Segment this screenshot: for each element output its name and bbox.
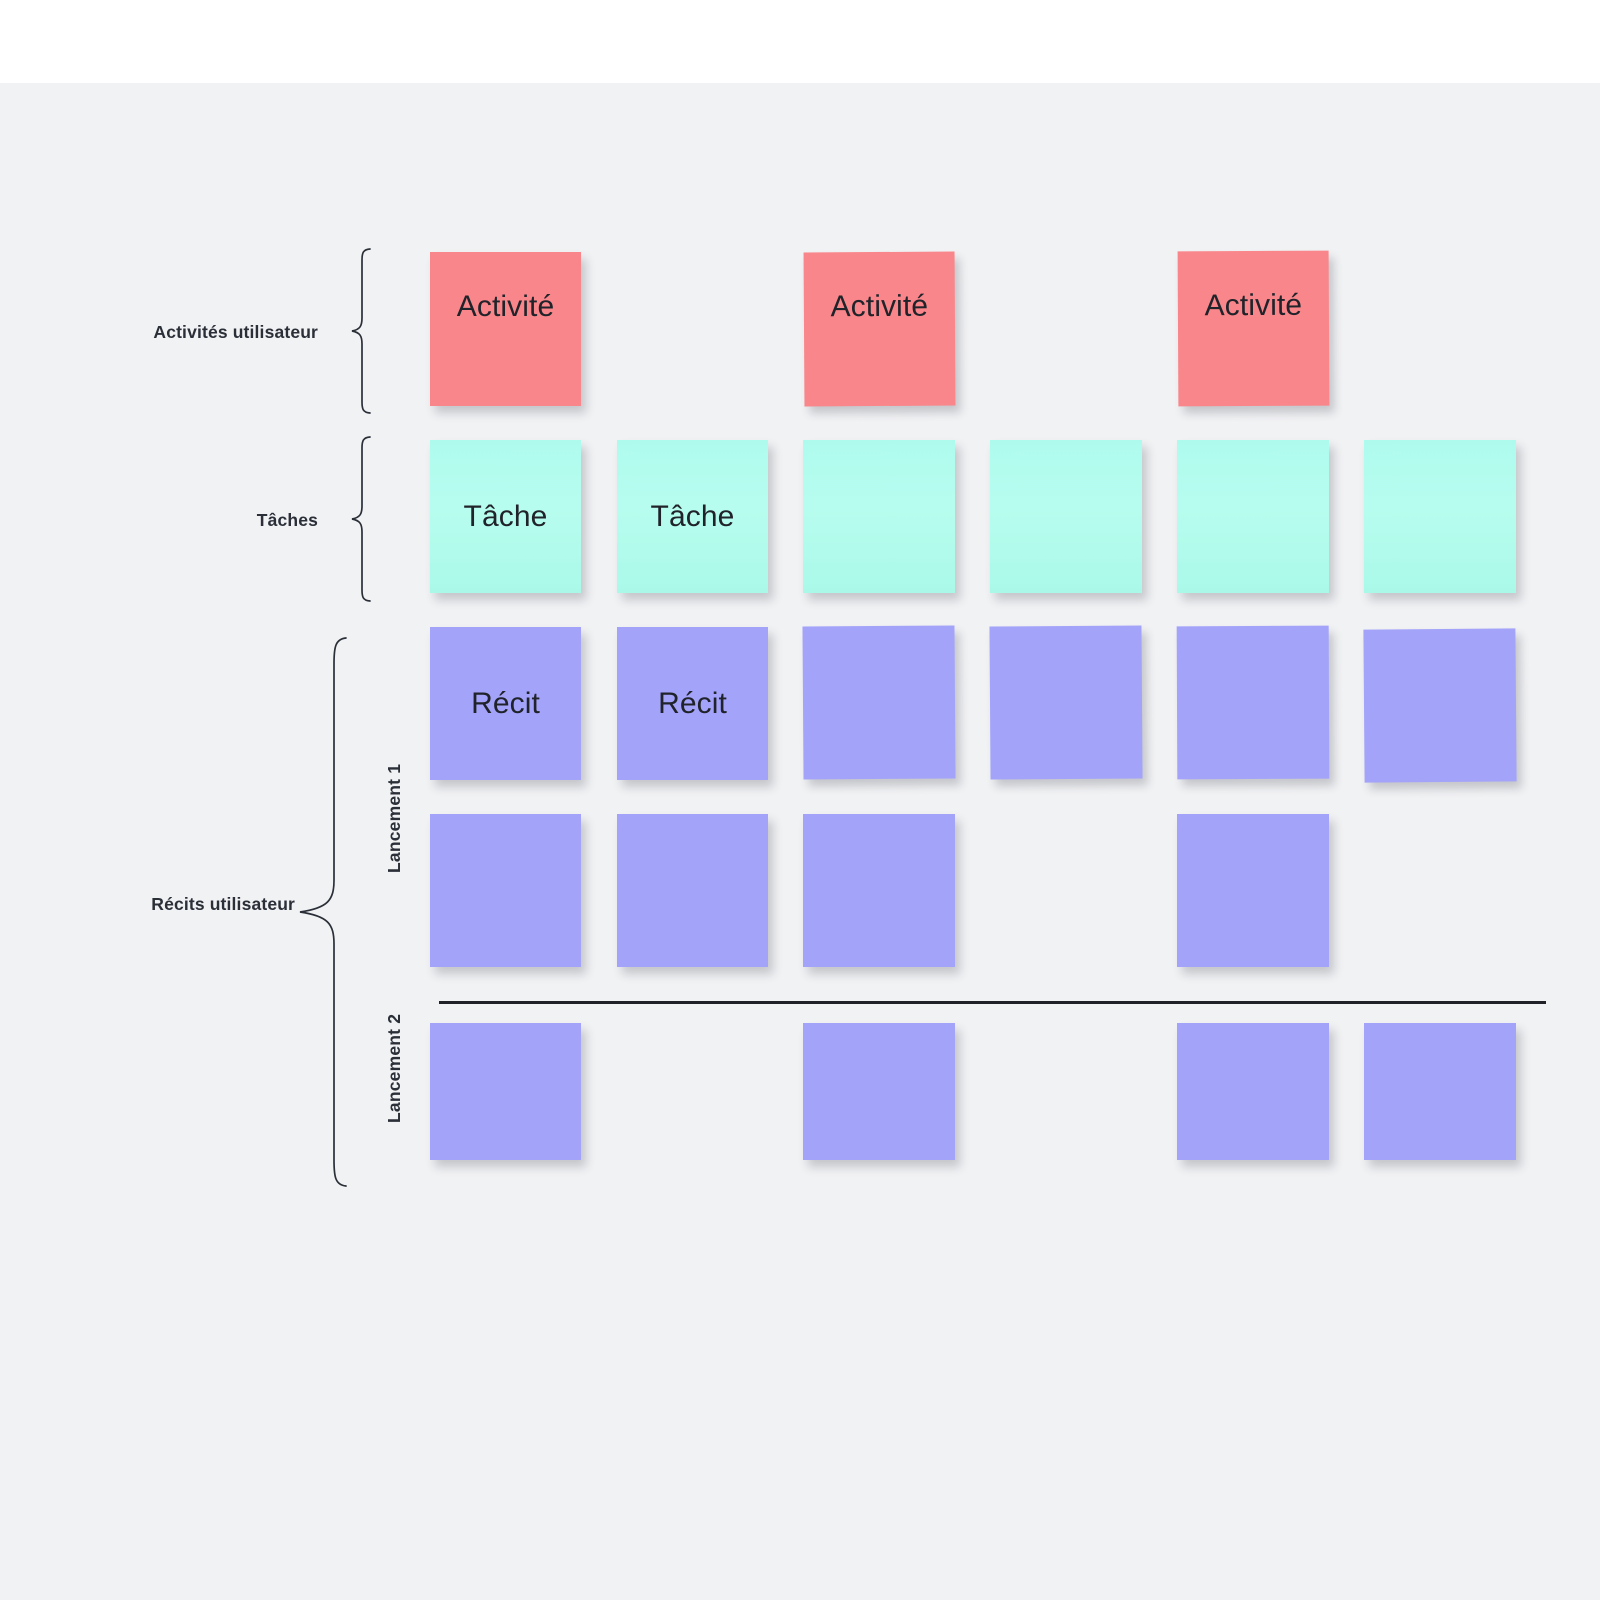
note-story-r3-c6[interactable] [1364, 1023, 1516, 1160]
note-label: Tâche [463, 499, 548, 533]
note-story-r1-c1[interactable]: Récit [430, 627, 581, 780]
note-story-r2-c1[interactable] [430, 814, 581, 967]
note-story-r3-c5[interactable] [1177, 1023, 1329, 1160]
brace-user-stories [299, 637, 347, 1187]
note-task-2[interactable]: Tâche [617, 440, 768, 593]
note-story-r1-c6[interactable] [1363, 628, 1517, 783]
note-activity-1[interactable]: Activité [430, 252, 581, 406]
release-divider [439, 1001, 1546, 1004]
note-label: Activité [456, 290, 555, 323]
note-story-r2-c3[interactable] [803, 814, 955, 967]
note-activity-2[interactable]: Activité [803, 251, 956, 407]
note-task-6[interactable] [1364, 440, 1516, 593]
note-task-1[interactable]: Tâche [430, 440, 581, 593]
note-story-r1-c3[interactable] [802, 625, 956, 780]
note-label: Récit [471, 686, 540, 720]
note-story-r1-c5[interactable] [1176, 625, 1330, 780]
note-label: Activité [1204, 288, 1303, 323]
note-task-3[interactable] [803, 440, 955, 593]
note-story-r2-c2[interactable] [617, 814, 768, 967]
row-label-tasks: Tâches [256, 510, 318, 530]
release-label-lancement-1: Lancement 1 [384, 763, 404, 873]
note-activity-3[interactable]: Activité [1177, 250, 1330, 407]
note-story-r2-c5[interactable] [1177, 814, 1329, 967]
note-story-r1-c2[interactable]: Récit [617, 627, 768, 780]
brace-user-activities [351, 248, 371, 414]
note-task-4[interactable] [990, 440, 1142, 593]
row-label-user-stories: Récits utilisateur [151, 894, 295, 914]
release-label-lancement-2: Lancement 2 [384, 1013, 404, 1123]
story-map-board: Activités utilisateur Tâches Récits util… [0, 83, 1600, 1600]
note-label: Tâche [650, 499, 735, 533]
note-label: Récit [658, 686, 727, 720]
note-label: Activité [830, 289, 929, 324]
note-story-r1-c4[interactable] [989, 625, 1143, 780]
brace-tasks [351, 436, 371, 602]
note-story-r3-c1[interactable] [430, 1023, 581, 1160]
note-story-r3-c3[interactable] [803, 1023, 955, 1160]
row-label-user-activities: Activités utilisateur [153, 322, 318, 342]
note-task-5[interactable] [1177, 440, 1329, 593]
